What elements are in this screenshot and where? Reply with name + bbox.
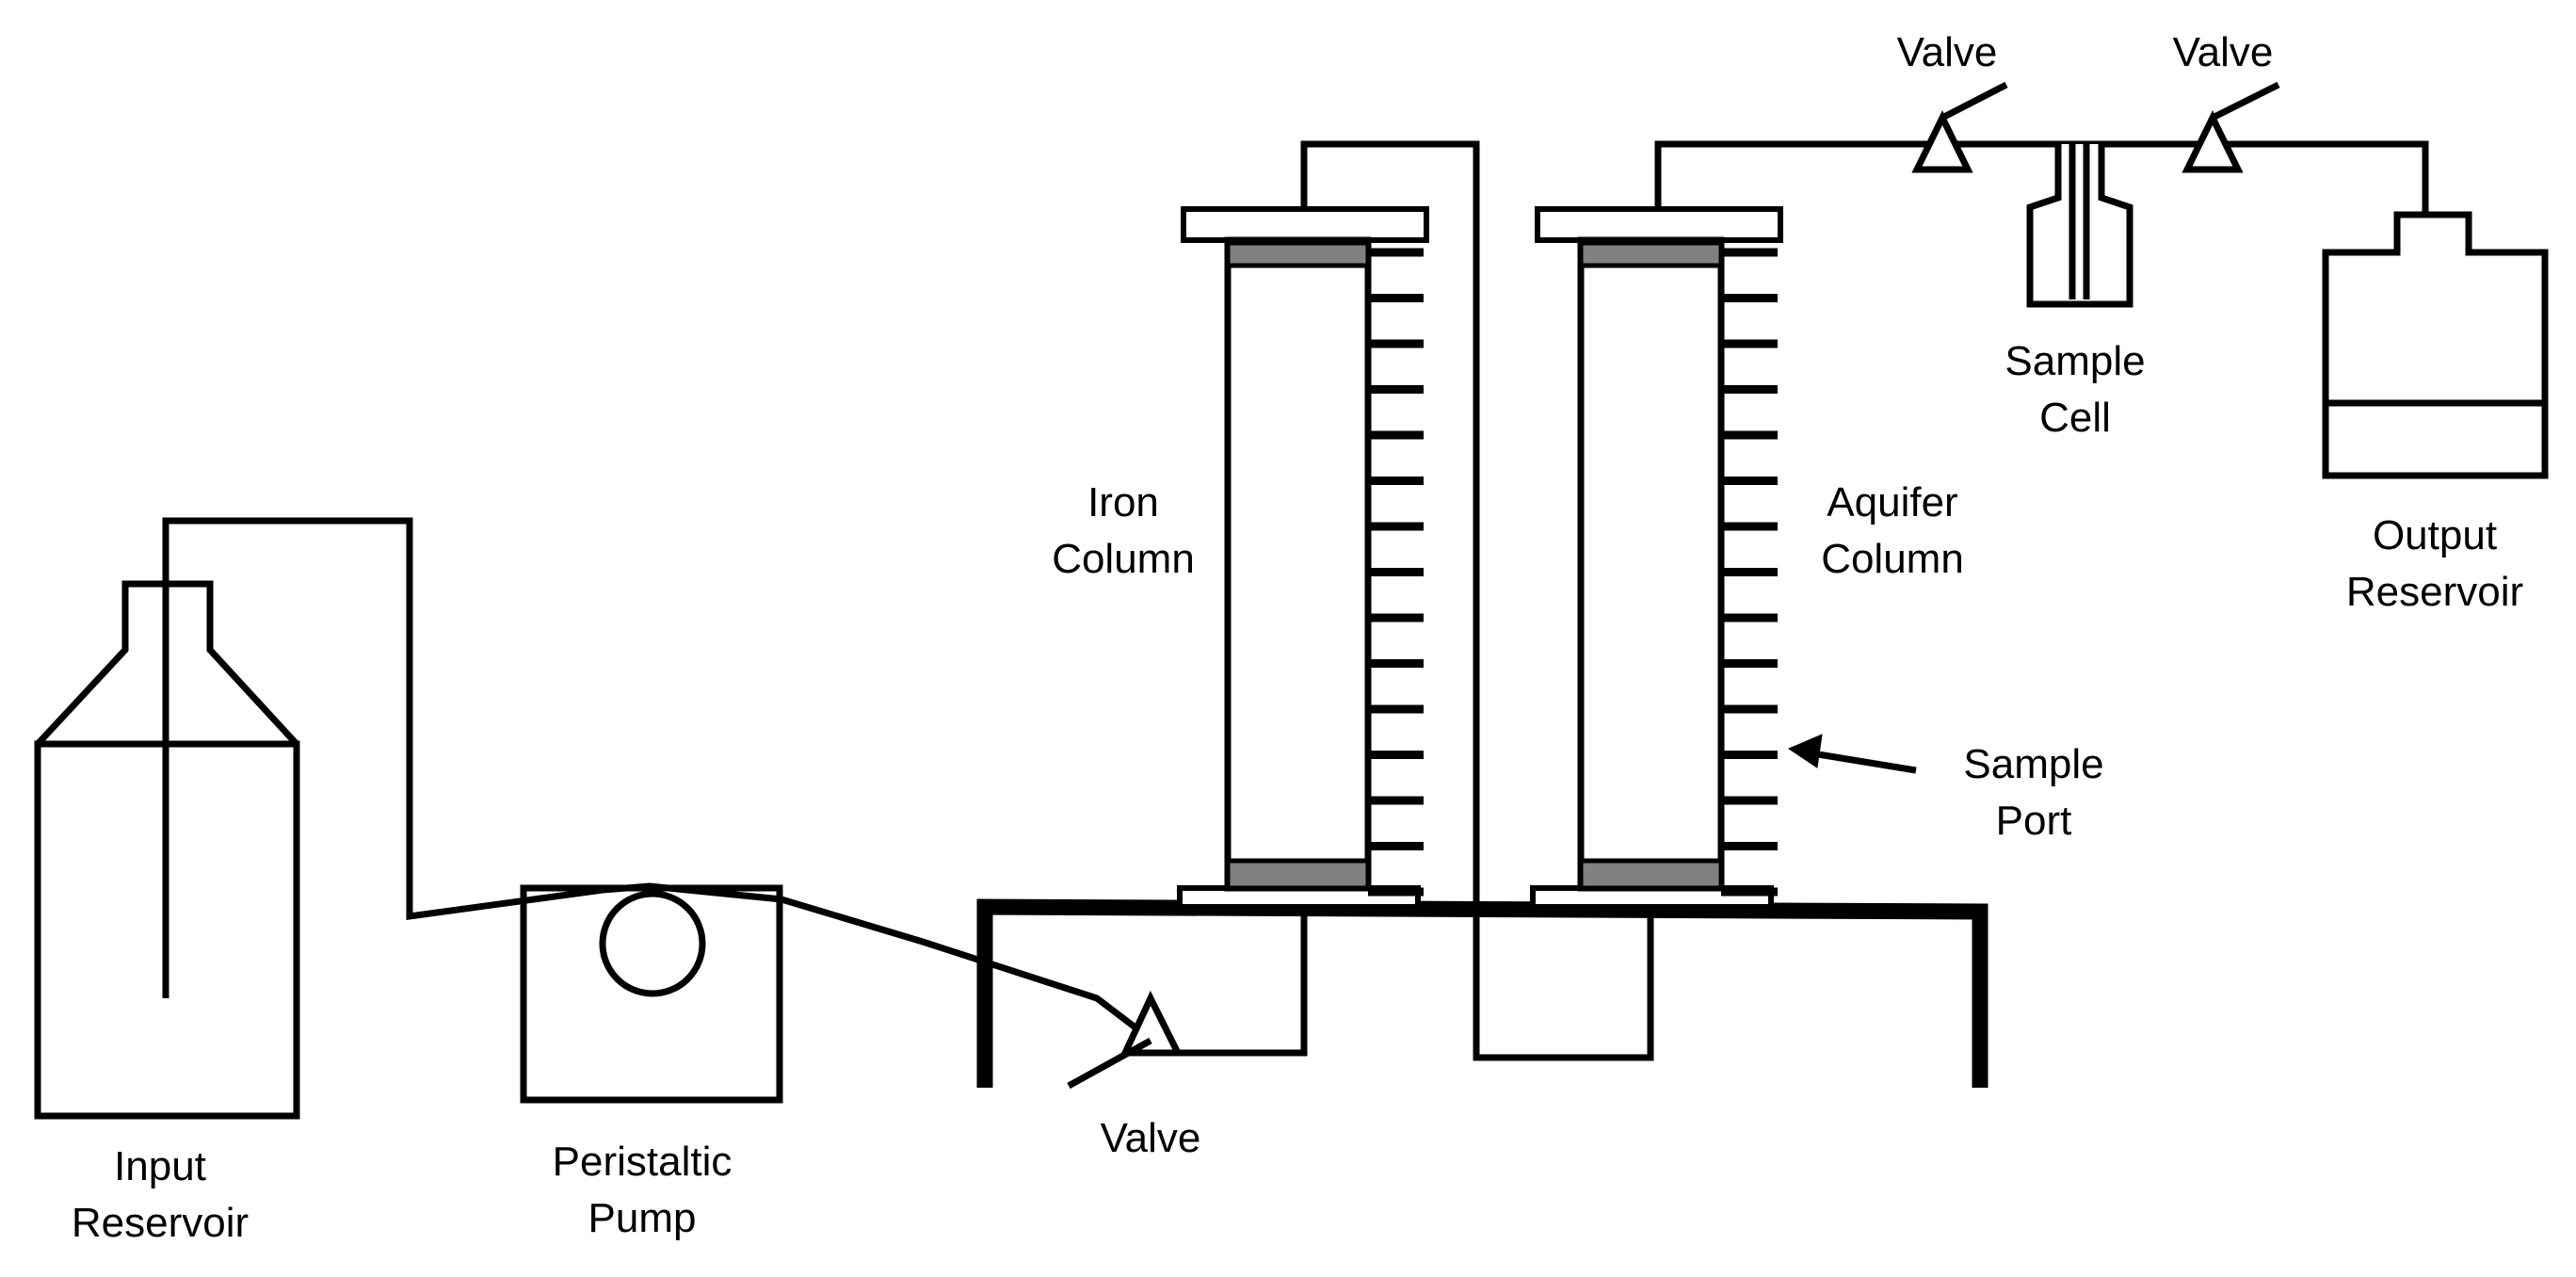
iron-column-label-line2: Column	[1052, 536, 1195, 582]
valve-bottom-label: Valve	[1101, 1115, 1201, 1161]
column-stand	[976, 898, 1988, 1088]
sample-cell-label-line1: Sample	[2004, 338, 2145, 384]
pump-roller-icon	[599, 890, 706, 997]
sample-port-arrow	[1787, 734, 1917, 774]
output-reservoir-label-line2: Reservoir	[2346, 569, 2523, 615]
peristaltic-pump-label-line2: Pump	[588, 1195, 697, 1241]
aquifer-column-label-line2: Column	[1821, 536, 1964, 582]
valve-top-right	[2182, 81, 2280, 173]
aquifer-column	[1530, 206, 1783, 910]
tube-reservoir-to-pump	[162, 517, 604, 998]
sample-port-label-line1: Sample	[1963, 741, 2103, 787]
output-reservoir-label-line1: Output	[2373, 512, 2497, 558]
peristaltic-pump-label-line1: Peristaltic	[553, 1139, 733, 1185]
tube-pump-to-valve	[602, 882, 1147, 1037]
input-reservoir-label-line2: Reservoir	[72, 1200, 249, 1246]
valve-top-left-label: Valve	[1897, 29, 1998, 75]
aquifer-column-sample-ports	[1721, 248, 1778, 897]
packing-top	[1578, 240, 1724, 268]
packing-bottom	[1578, 858, 1724, 891]
packing-top	[1225, 240, 1371, 268]
iron-column-sample-ports	[1368, 248, 1424, 897]
valve-top-left	[1911, 81, 2008, 173]
tube-valve-to-iron-column	[1178, 912, 1308, 1057]
sample-cell-label-line2: Cell	[2039, 395, 2111, 441]
peristaltic-pump	[520, 884, 783, 1104]
input-reservoir-label-line1: Input	[114, 1143, 206, 1189]
iron-column	[1177, 206, 1429, 910]
iron-column-label-line1: Iron	[1087, 479, 1159, 525]
sample-cell	[2026, 141, 2133, 308]
packing-bottom	[1225, 858, 1371, 891]
tube-iron-to-aquifer	[1300, 140, 1654, 1061]
valve-top-right-label: Valve	[2173, 29, 2274, 75]
sample-port-label-line2: Port	[1996, 798, 2072, 844]
aquifer-column-label-line1: Aquifer	[1827, 479, 1957, 525]
output-reservoir	[2322, 144, 2549, 479]
valve-bottom	[1067, 990, 1183, 1090]
